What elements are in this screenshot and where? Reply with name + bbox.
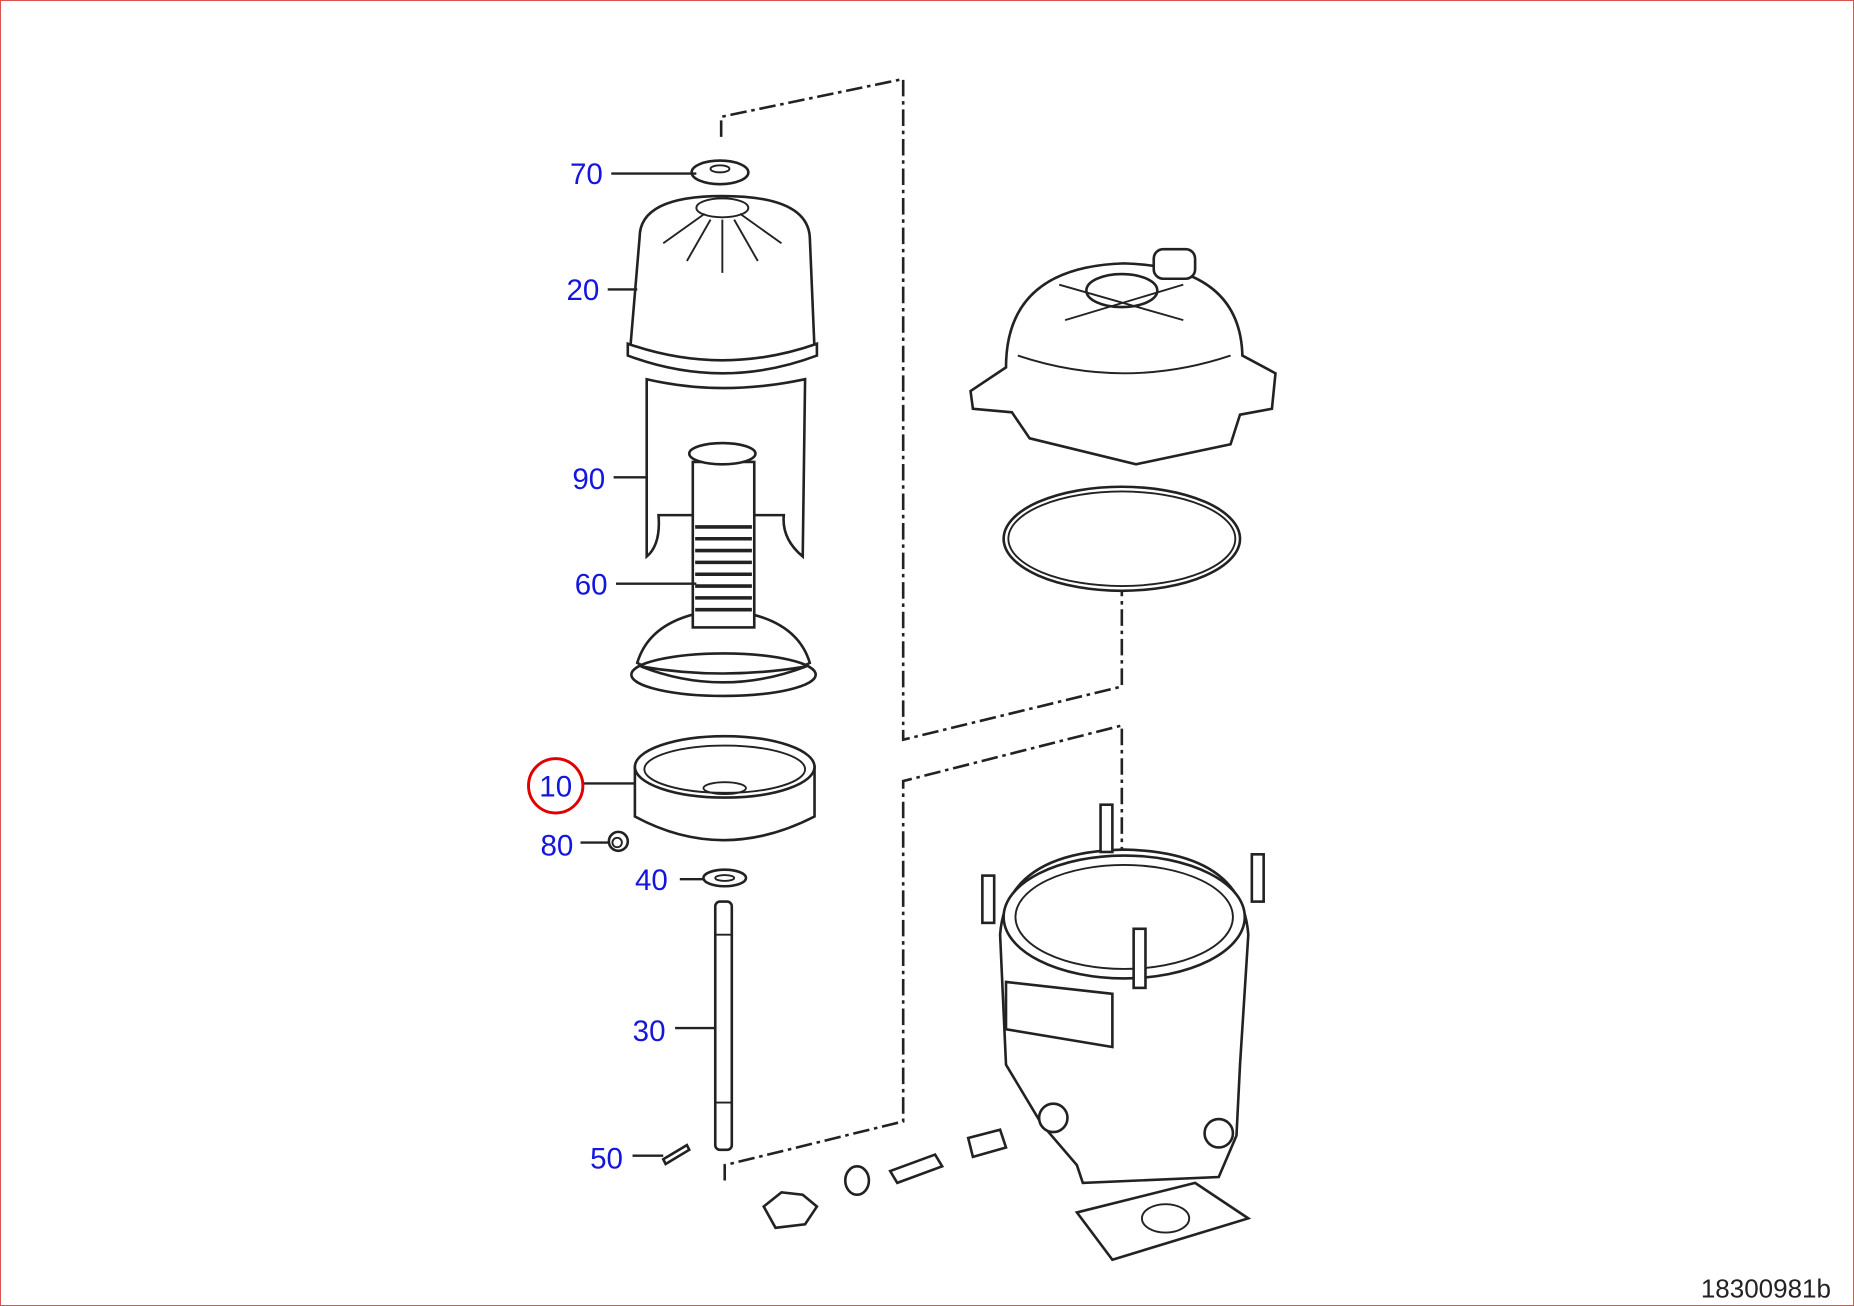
- callout-40[interactable]: 40: [635, 864, 668, 897]
- callout-20[interactable]: 20: [566, 274, 599, 307]
- part-10-bowl[interactable]: [633, 734, 816, 842]
- part-20-filter-cover[interactable]: [626, 194, 819, 375]
- highlight-circle: [527, 757, 585, 815]
- callout-70[interactable]: 70: [570, 158, 603, 191]
- housing-cover: [969, 247, 1277, 593]
- drain-plug-parts: [762, 1128, 1008, 1230]
- callout-60[interactable]: 60: [575, 568, 608, 601]
- housing-studs: [981, 803, 1265, 990]
- drawing-reference-number: 18300981b: [1701, 1274, 1831, 1304]
- assembly-line-upper: [719, 77, 1124, 742]
- assembly-line-lower: [723, 723, 1124, 1181]
- part-70-washer[interactable]: [690, 159, 750, 186]
- callout-90[interactable]: 90: [572, 463, 605, 496]
- part-50-pin[interactable]: [661, 1143, 691, 1166]
- part-30-rod[interactable]: [713, 900, 734, 1152]
- leader-lines: [580, 172, 716, 1157]
- filter-housing-base: [981, 803, 1265, 1262]
- callout-80[interactable]: 80: [540, 830, 573, 863]
- part-60-centre-tube[interactable]: [630, 441, 818, 698]
- part-80-nut[interactable]: [607, 830, 630, 853]
- callout-10[interactable]: 10: [539, 770, 572, 803]
- callout-30[interactable]: 30: [633, 1015, 666, 1048]
- part-40-seal[interactable]: [702, 868, 748, 888]
- callout-50[interactable]: 50: [590, 1143, 623, 1176]
